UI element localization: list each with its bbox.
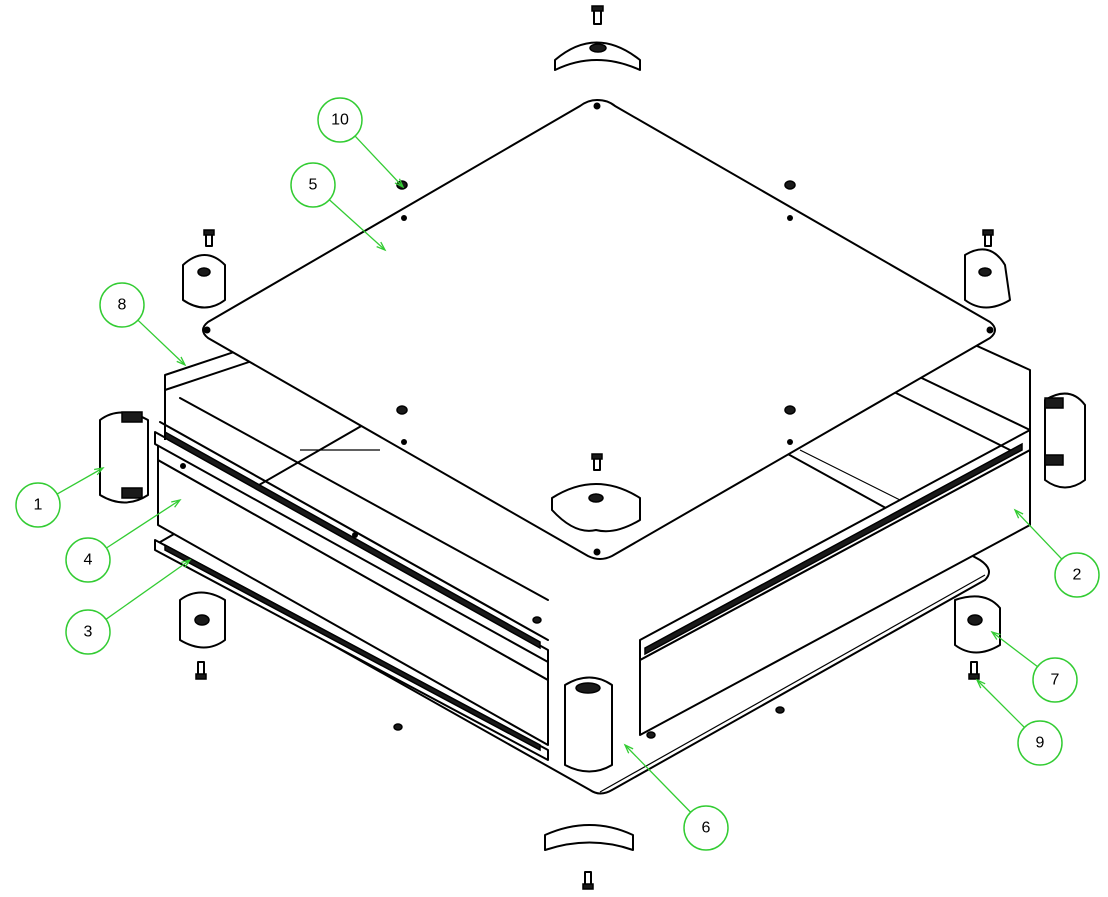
callout-number: 10 [331, 112, 349, 129]
callout-leader-line [328, 199, 386, 251]
callout-2: 2 [1013, 508, 1100, 598]
callout-arrowhead [176, 356, 187, 367]
callout-circle [1032, 657, 1078, 703]
callout-circle [1017, 720, 1063, 766]
callout-number: 2 [1073, 567, 1082, 584]
callout-leader-line [354, 135, 404, 188]
callout-arrowhead [975, 678, 986, 689]
callout-number: 1 [34, 497, 43, 514]
callout-arrowhead [94, 467, 105, 476]
callout-leader-line [106, 499, 181, 549]
callout-leader-line [624, 744, 692, 813]
corner-foot-bottom-right [954, 595, 1001, 654]
corner-foot-bottom [544, 824, 634, 851]
corner-post-right [1044, 392, 1086, 489]
callout-number: 3 [84, 624, 93, 641]
callout-circle [290, 162, 336, 208]
callout-circle [99, 282, 145, 328]
front-left-bottom-rail [154, 539, 549, 761]
corner-foot-bottom-left [179, 591, 226, 649]
corner-foot-top [554, 41, 641, 71]
callout-leader-line [56, 467, 104, 495]
callout-arrowhead [990, 630, 1001, 640]
callout-7: 7 [990, 630, 1078, 703]
callout-circle [65, 609, 111, 655]
callout-number: 7 [1051, 672, 1060, 689]
callout-leader-line [1014, 509, 1063, 560]
callout-6: 6 [623, 743, 729, 851]
callout-leader-line [105, 559, 191, 620]
callout-9: 9 [975, 678, 1063, 766]
callout-circle [15, 482, 61, 528]
callout-leader-line [137, 319, 186, 366]
callouts: 1 2 3 4 5 6 7 8 9 10 [15, 97, 1100, 851]
callout-arrowhead [623, 743, 634, 754]
callout-number: 5 [309, 177, 318, 194]
front-left-top-rail [154, 421, 549, 663]
callout-arrowhead [1013, 508, 1024, 519]
callout-leader-line [976, 679, 1025, 728]
callout-arrowhead [171, 498, 182, 508]
corner-post-front [564, 676, 613, 773]
callout-number: 4 [84, 552, 93, 569]
callout-5: 5 [290, 162, 387, 252]
callout-number: 9 [1036, 735, 1045, 752]
callout-circle [1054, 552, 1100, 598]
callout-arrowhead [376, 241, 387, 252]
corner-foot-right [964, 248, 1011, 309]
corner-foot-left [182, 254, 226, 309]
callout-circle [683, 805, 729, 851]
callout-circle [65, 537, 111, 583]
callout-number: 8 [118, 297, 127, 314]
callout-1: 1 [15, 467, 105, 528]
callout-10: 10 [317, 97, 405, 189]
screws [195, 5, 994, 890]
callout-8: 8 [99, 282, 187, 367]
callout-leader-line [991, 631, 1038, 668]
callout-arrowhead [394, 178, 405, 189]
callout-arrowhead [181, 558, 192, 568]
corner-foot-center [551, 483, 641, 533]
top-plate [202, 99, 996, 560]
callout-3: 3 [65, 558, 192, 655]
corner-post-left [99, 411, 149, 504]
callout-4: 4 [65, 498, 182, 583]
bottom-plate [154, 319, 990, 795]
callout-circle [317, 97, 363, 143]
callout-number: 6 [702, 820, 711, 837]
